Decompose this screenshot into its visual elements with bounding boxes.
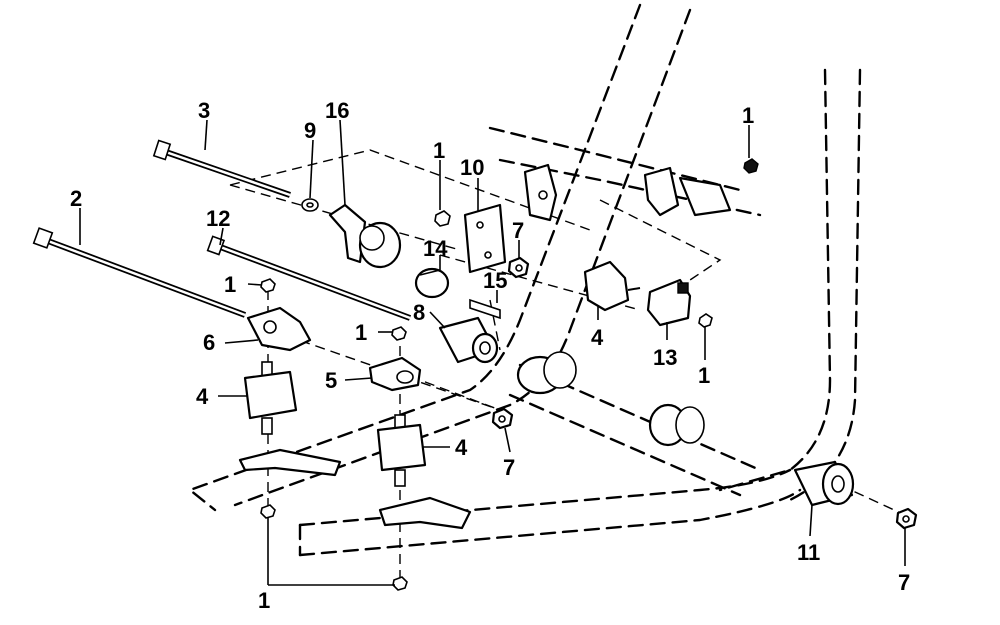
- upper-right-bracket: [643, 166, 732, 217]
- callout-1: 1: [355, 320, 367, 345]
- upper-bracket: [523, 163, 558, 222]
- lower-left-bracket: [238, 448, 342, 477]
- mount-4-left: [243, 361, 298, 435]
- bushing-8: [438, 316, 499, 364]
- callout-3: 3: [198, 98, 210, 123]
- nut-1-center-top: [391, 326, 407, 341]
- bushing-14: [414, 267, 450, 299]
- callout-1: 1: [224, 272, 236, 297]
- callout-6: 6: [203, 330, 215, 355]
- callout-1: 1: [698, 363, 710, 388]
- mount-4-center: [376, 414, 427, 487]
- callout-15: 15: [483, 268, 507, 293]
- nut-1-left-top: [260, 278, 276, 293]
- clamp-6: [246, 306, 312, 352]
- callout-2: 2: [70, 186, 82, 211]
- nut-7-right: [895, 507, 918, 530]
- callout-14: 14: [423, 236, 448, 261]
- callout-4: 4: [196, 384, 209, 409]
- callout-7: 7: [512, 218, 524, 243]
- callout-16: 16: [325, 98, 349, 123]
- bushing-11: [793, 460, 855, 507]
- nut-7-center: [491, 407, 514, 430]
- nut-1-upper: [434, 210, 451, 227]
- plate-10: [463, 203, 507, 274]
- callout-1: 1: [742, 103, 754, 128]
- bracket-13: [646, 278, 692, 327]
- callout-10: 10: [460, 155, 484, 180]
- callout-9: 9: [304, 118, 316, 143]
- washer-9: [301, 198, 319, 212]
- clamp-5: [368, 356, 422, 392]
- tube-bushing-mid: [648, 403, 705, 447]
- callout-leaders: [79, 119, 906, 586]
- mount-4-upper-right: [583, 260, 641, 312]
- pin-15: [469, 298, 501, 320]
- callout-13: 13: [653, 345, 677, 370]
- frame-tubes: [188, 3, 862, 557]
- long-bolt-3: [152, 139, 291, 198]
- callout-7: 7: [503, 455, 515, 480]
- callout-5: 5: [325, 368, 337, 393]
- callout-11: 11: [797, 540, 820, 565]
- bracket-16: [328, 203, 402, 269]
- nut-7-upper: [507, 256, 530, 279]
- callout-1: 1: [433, 138, 445, 163]
- long-bolt-2: [32, 227, 247, 318]
- nut-1-right: [698, 313, 713, 328]
- nut-1-upper-right: [743, 158, 759, 174]
- lower-center-bracket: [378, 496, 472, 530]
- callout-labels: 3 16 9 1 10 1 2 12 7 14 1 15 8 1 6 4 13 …: [70, 98, 910, 613]
- long-bolt-12: [206, 235, 412, 321]
- callout-4: 4: [455, 435, 468, 460]
- callout-4: 4: [591, 325, 604, 350]
- callout-7: 7: [898, 570, 910, 595]
- nut-1-bottom: [392, 576, 408, 591]
- nut-1-left-bottom: [260, 504, 276, 519]
- callout-12: 12: [206, 206, 230, 231]
- tube-bushing-left: [516, 351, 577, 395]
- callout-8: 8: [413, 300, 425, 325]
- callout-1: 1: [258, 588, 270, 613]
